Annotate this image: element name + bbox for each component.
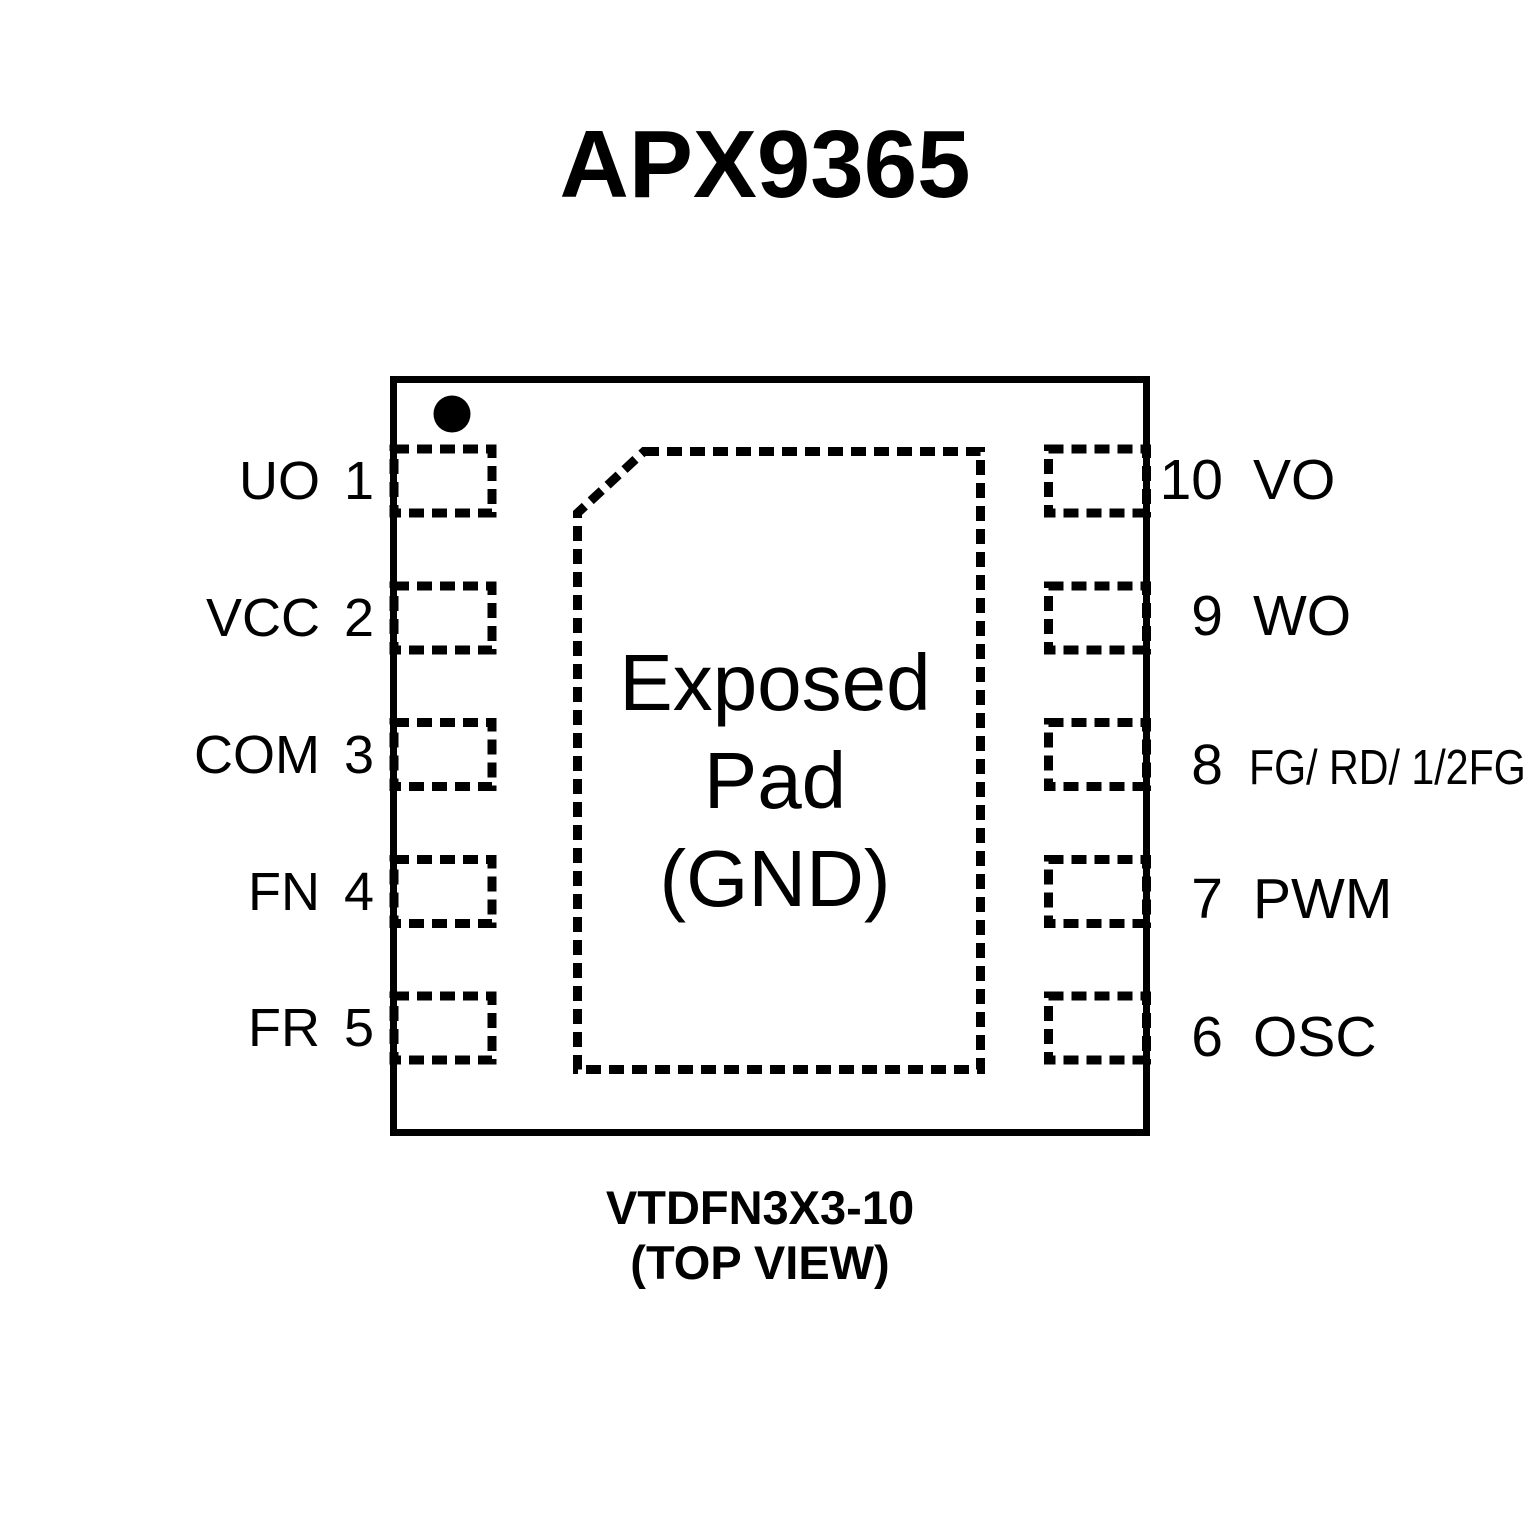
- pin-name-label: UO: [238, 451, 320, 511]
- pin-pad-left-3: [389, 718, 497, 791]
- pin-number-label: 5: [343, 998, 374, 1058]
- pin-row-left-4: FN 4: [248, 865, 374, 919]
- pin-row-right-9: 9 WO: [1158, 583, 1352, 648]
- pin-name-label: FN: [247, 861, 320, 922]
- pin-pad-right-8: [1044, 718, 1151, 791]
- pin-name-label: WO: [1253, 583, 1352, 648]
- pin-number-label: 9: [1191, 583, 1223, 648]
- pin-name-label: PWM: [1253, 866, 1393, 931]
- exposed-pad-line1: Exposed: [619, 638, 931, 727]
- pin-pad-right-9: [1044, 581, 1151, 655]
- pin-name-label: VO: [1253, 447, 1336, 512]
- pin-pad-left-5: [389, 991, 497, 1065]
- pin-name-label: OSC: [1253, 1004, 1377, 1069]
- pin-name-label: FR: [247, 998, 320, 1058]
- page-title: APX9365: [559, 111, 971, 218]
- view-label: (TOP VIEW): [630, 1236, 890, 1289]
- exposed-pad-line3: (GND): [659, 834, 891, 923]
- pin-name-label: COM: [193, 724, 320, 785]
- pin-name-label: FG/ RD/ 1/2FG: [1249, 741, 1526, 795]
- pin-number-label: 2: [343, 588, 374, 648]
- pin-row-right-10: 10 VO: [1158, 447, 1336, 512]
- pin-number-label: 1: [343, 451, 374, 511]
- pin-number-label: 7: [1191, 866, 1223, 931]
- pin-pad-left-4: [389, 855, 497, 928]
- pin-pad-right-6: [1044, 991, 1151, 1065]
- pin-pad-right-7: [1044, 855, 1151, 928]
- exposed-pad-line2: Pad: [703, 736, 847, 825]
- pin-row-left-3: COM 3: [194, 728, 374, 782]
- pin-number-label: 6: [1191, 1004, 1223, 1069]
- exposed-pad-label: Exposed Pad (GND): [475, 634, 1075, 928]
- pin-row-right-6: 6 OSC: [1158, 1004, 1377, 1069]
- pin-number-label: 3: [343, 724, 374, 785]
- pin-row-left-5: FR 5: [248, 1001, 374, 1055]
- exposed-pad-outline: [573, 447, 985, 1074]
- pin-number-label: 4: [343, 861, 374, 922]
- pin-number-label: 8: [1191, 733, 1223, 797]
- pin-name-label: VCC: [205, 588, 320, 648]
- package-name: VTDFN3X3-10: [605, 1181, 915, 1234]
- pin-row-left-1: UO 1: [239, 454, 374, 508]
- package-caption: VTDFN3X3-10 (TOP VIEW): [460, 1180, 1060, 1290]
- pin-row-right-8: 8 FG/ RD/ 1/2FG: [1158, 737, 1535, 794]
- pin1-indicator-dot: [433, 395, 471, 433]
- pin-pad-left-1: [389, 444, 497, 518]
- pin-number-label: 10: [1159, 447, 1223, 512]
- pin-pad-right-10: [1044, 444, 1151, 518]
- pin-pad-left-2: [389, 581, 497, 655]
- pin-row-left-2: VCC 2: [206, 591, 374, 645]
- pin-row-right-7: 7 PWM: [1158, 866, 1393, 931]
